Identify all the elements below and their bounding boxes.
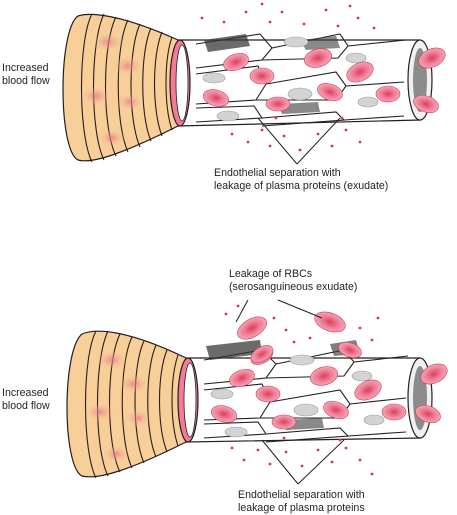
plasma-protein-dots	[200, 2, 376, 152]
increased-blood-flow-label: Increased blood flow	[2, 62, 50, 87]
plasma-protein-dots	[224, 304, 380, 476]
leaked-rbcs	[237, 311, 362, 363]
endothelial-separation-exudate-label: Endothelial separation with leakage of p…	[214, 167, 389, 192]
capillary-tube	[169, 33, 446, 127]
callout-lines	[235, 299, 345, 485]
increased-blood-flow-label: Increased blood flow	[2, 387, 50, 412]
dilated-vessel-segment	[66, 330, 187, 479]
rbc-leakage-label: Leakage of RBCs (serosanguineous exudate…	[229, 268, 358, 293]
callout-lines	[257, 117, 341, 165]
dilated-vessel-segment	[62, 13, 179, 163]
panel-top-exudate	[62, 2, 446, 165]
capillary-tube	[177, 340, 448, 443]
endothelial-separation-label: Endothelial separation with leakage of p…	[238, 489, 365, 514]
panel-bottom-rbc-leakage	[66, 299, 448, 485]
